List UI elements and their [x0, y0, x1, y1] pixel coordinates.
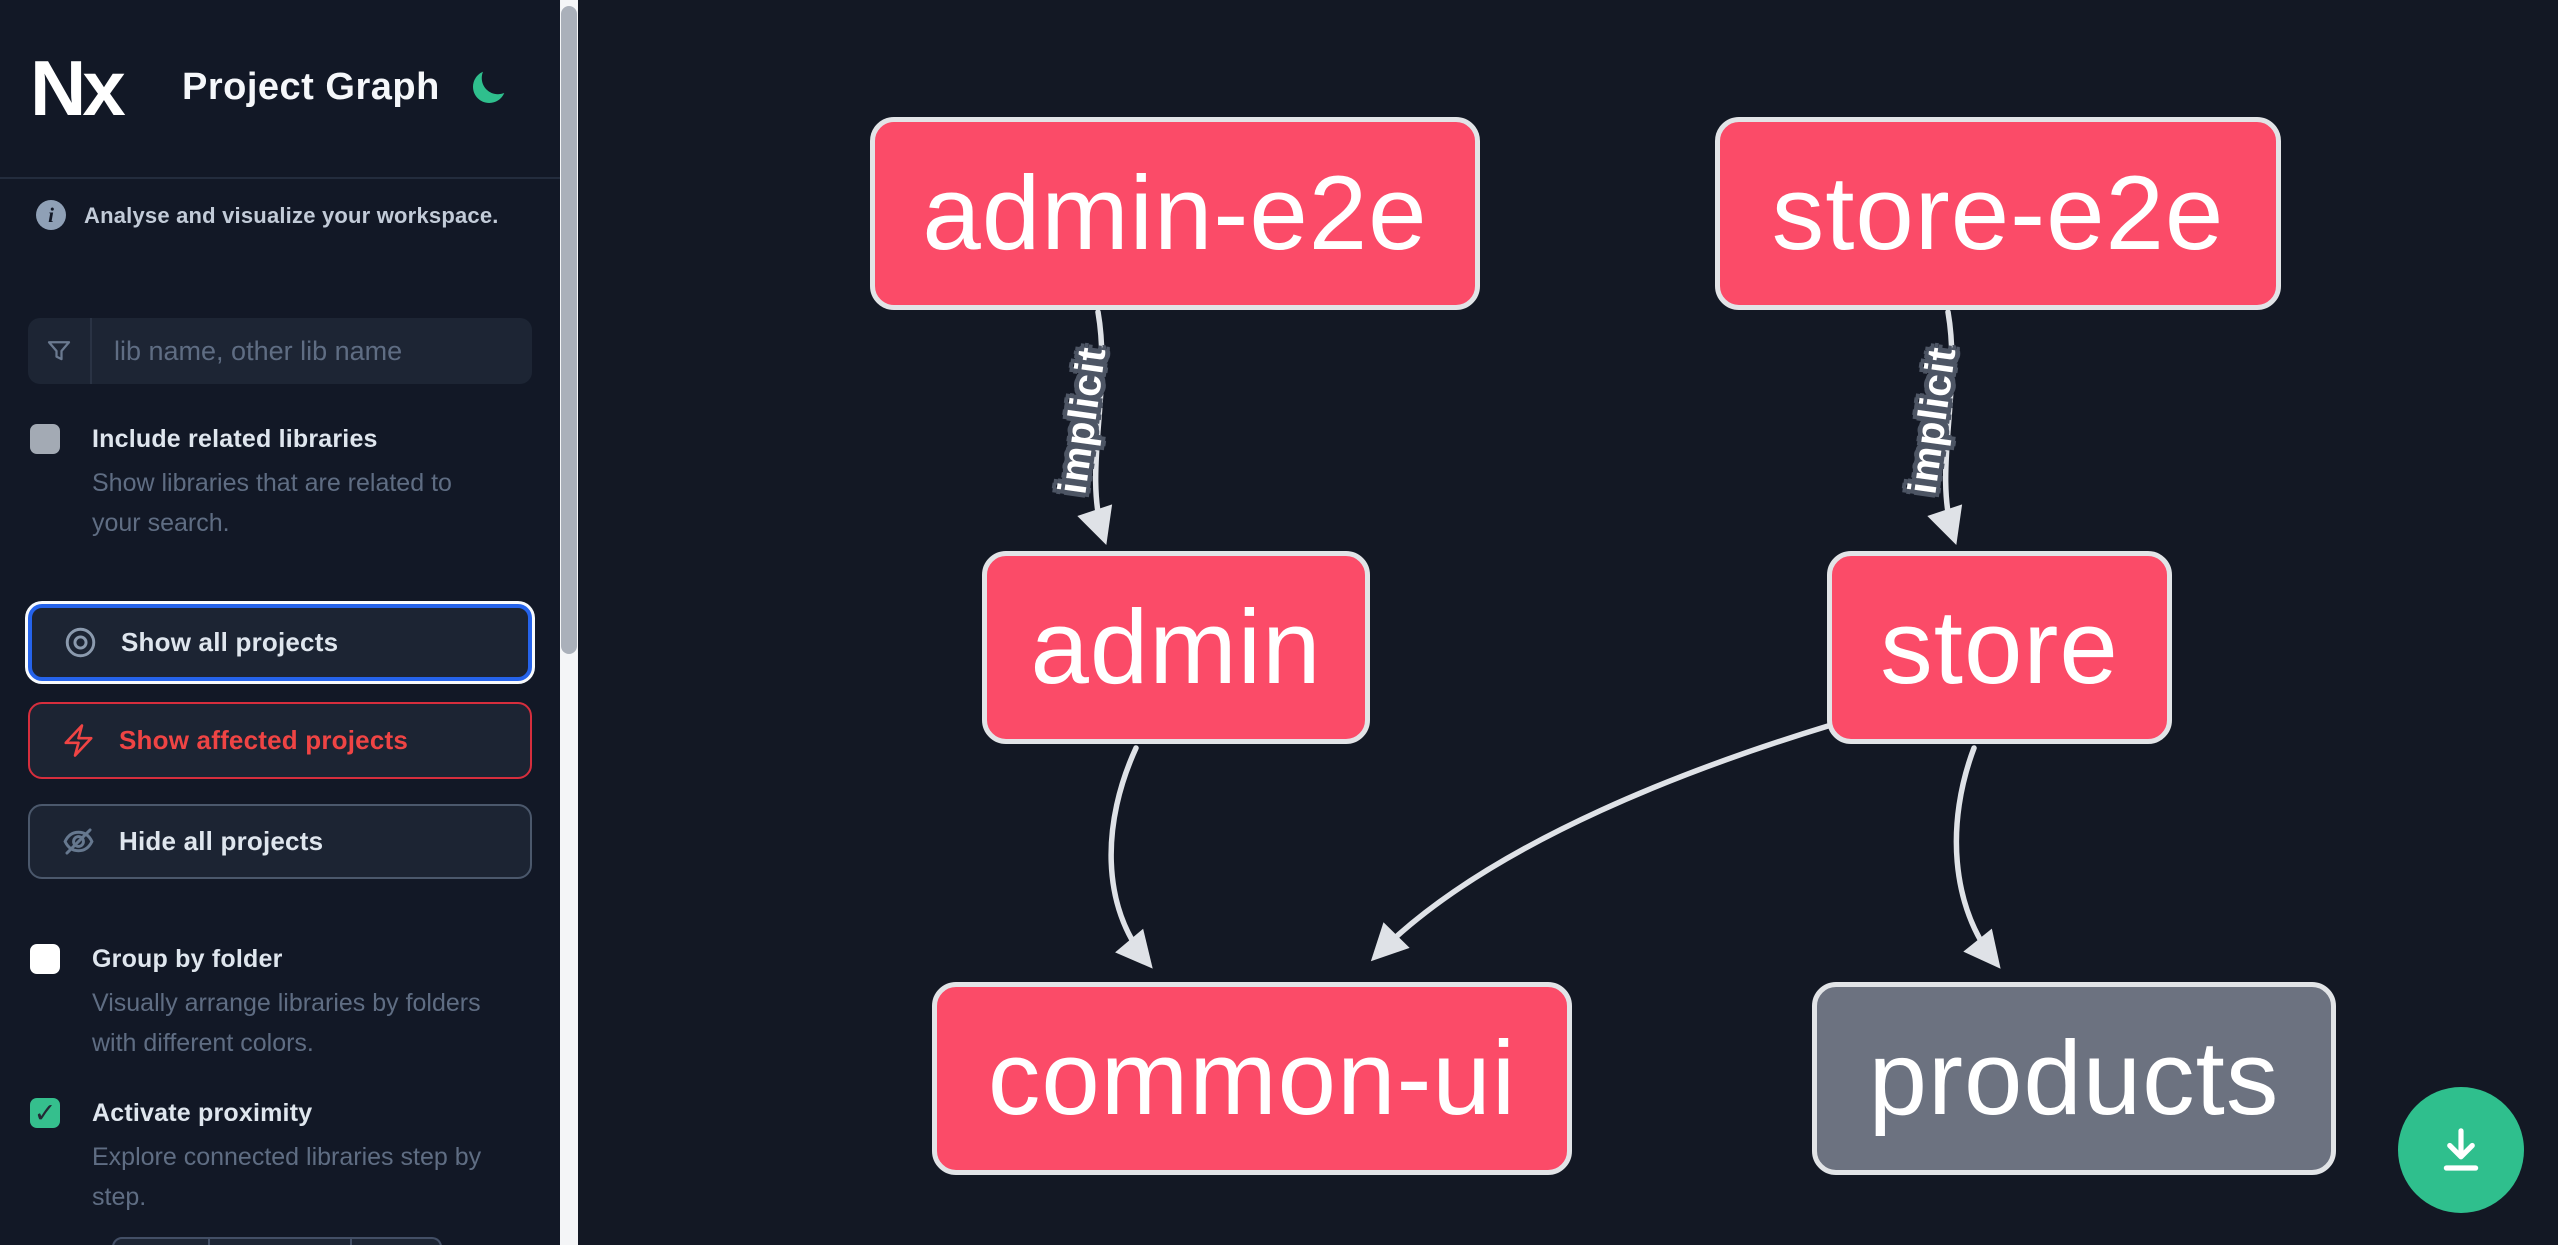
stepper-increment[interactable] — [352, 1237, 442, 1245]
eye-icon — [62, 624, 121, 661]
toggle-description: Visually arrange libraries by folders wi… — [92, 989, 481, 1057]
stepper-decrement[interactable] — [112, 1237, 210, 1245]
graph-node-admin-e2e[interactable]: admin-e2e — [870, 117, 1480, 310]
toggle-include-related: Include related libraries Show libraries… — [30, 424, 532, 554]
page-title: Project Graph — [182, 66, 440, 108]
stepper-value — [210, 1237, 352, 1245]
scrollbar-thumb[interactable] — [561, 6, 577, 654]
moon-icon — [468, 68, 512, 108]
toggle-description: Show libraries that are related to your … — [92, 469, 452, 537]
bolt-icon — [60, 722, 119, 759]
toggle-activate-proximity: ✓ Activate proximity Explore connected l… — [30, 1098, 532, 1228]
graph-node-admin[interactable]: admin — [982, 551, 1370, 744]
download-button[interactable] — [2398, 1087, 2524, 1213]
checkbox-include-related[interactable] — [30, 424, 60, 454]
sidebar: Nx Project Graph i Analyse and visualize… — [0, 0, 560, 1245]
toggle-label: Include related libraries — [92, 425, 378, 453]
show-affected-projects-button[interactable]: Show affected projects — [28, 702, 532, 779]
info-icon: i — [36, 200, 66, 230]
graph-node-store-e2e[interactable]: store-e2e — [1715, 117, 2281, 310]
toggle-group-by-folder: Group by folder Visually arrange librari… — [30, 944, 532, 1074]
divider — [0, 177, 560, 179]
theme-toggle-button[interactable] — [468, 66, 512, 110]
checkbox-group-by-folder[interactable] — [30, 944, 60, 974]
hide-all-projects-button[interactable]: Hide all projects — [28, 804, 532, 879]
nx-logo: Nx — [30, 44, 126, 132]
proximity-depth-stepper[interactable] — [112, 1237, 442, 1245]
sidebar-scrollbar[interactable] — [560, 0, 578, 1245]
checkbox-activate-proximity[interactable]: ✓ — [30, 1098, 60, 1128]
workspace-info-text: Analyse and visualize your workspace. — [84, 203, 499, 228]
toggle-label: Activate proximity — [92, 1099, 313, 1127]
filter-funnel-icon — [28, 318, 92, 384]
show-all-projects-button[interactable]: Show all projects — [28, 604, 532, 681]
graph-node-common-ui[interactable]: common-ui — [932, 982, 1572, 1175]
graph-node-store[interactable]: store — [1827, 551, 2172, 744]
download-icon — [2434, 1123, 2488, 1177]
toggle-label: Group by folder — [92, 945, 283, 973]
toggle-description: Explore connected libraries step by step… — [92, 1143, 482, 1211]
eye-off-icon — [60, 823, 119, 860]
graph-node-products[interactable]: products — [1812, 982, 2336, 1175]
search-input[interactable] — [92, 318, 532, 384]
search-box — [28, 318, 532, 384]
